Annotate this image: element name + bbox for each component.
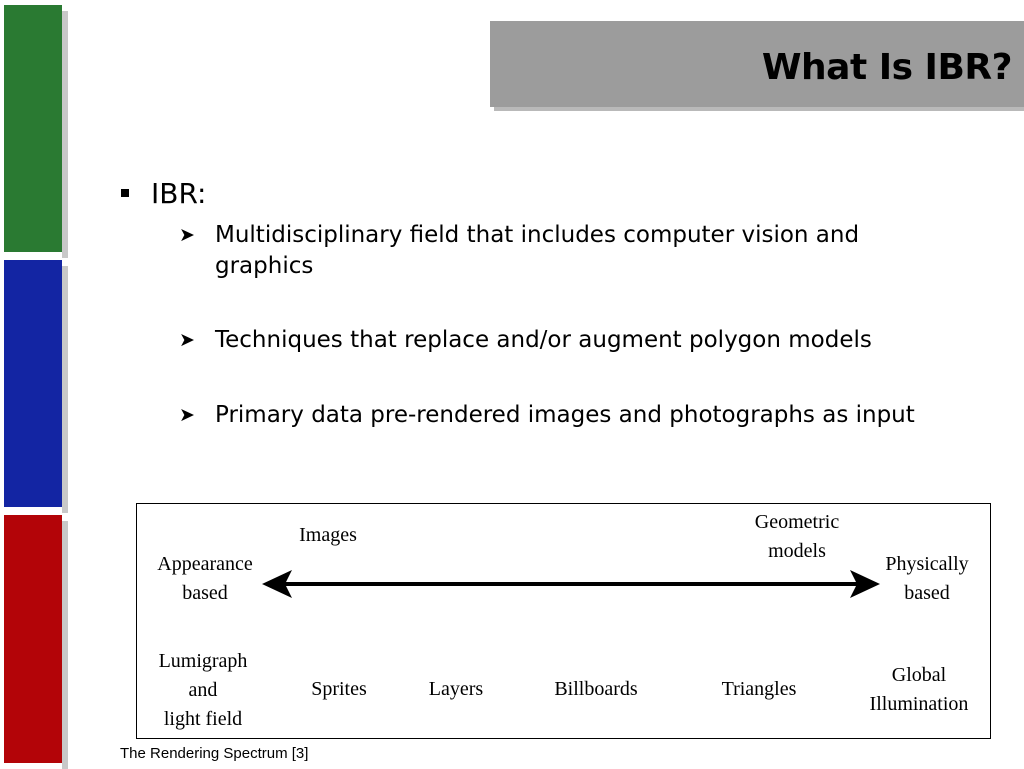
slide-title: What Is IBR? [761,47,1013,88]
sub-bullet-text: Multidisciplinary field that includes co… [215,222,860,279]
rendering-spectrum-diagram [136,503,991,739]
arrow-bullet-icon: ➤ [179,404,195,426]
green-side-bar [4,5,68,258]
red-side-bar [4,515,68,769]
technique-sprites: Sprites [311,678,367,700]
square-bullet-icon [121,189,129,197]
sub-bullet-text: Primary data pre-rendered images and pho… [215,402,915,428]
technique-billboards: Billboards [554,678,638,700]
arrow-bullet-icon: ➤ [179,329,195,351]
images-label: Images [299,524,357,546]
technique-global-illumination: Global Illumination [869,664,969,715]
technique-triangles: Triangles [721,678,797,700]
geometric-models-label: Geometric models [754,511,840,562]
title-banner: What Is IBR? [490,21,1024,107]
physically-based-label: Physically based [885,553,969,604]
technique-lumigraph: Lumigraph and light field [158,650,248,730]
slide-footer: The Rendering Spectrum [3] [120,745,309,762]
sub-bullet-text: Techniques that replace and/or augment p… [215,327,872,353]
blue-side-bar [4,260,68,513]
technique-layers: Layers [428,678,484,700]
spectrum-arrow [262,570,880,598]
appearance-based-label: Appearance based [157,553,253,604]
arrow-bullet-icon: ➤ [179,224,195,246]
main-bullet-text: IBR: [151,177,207,210]
